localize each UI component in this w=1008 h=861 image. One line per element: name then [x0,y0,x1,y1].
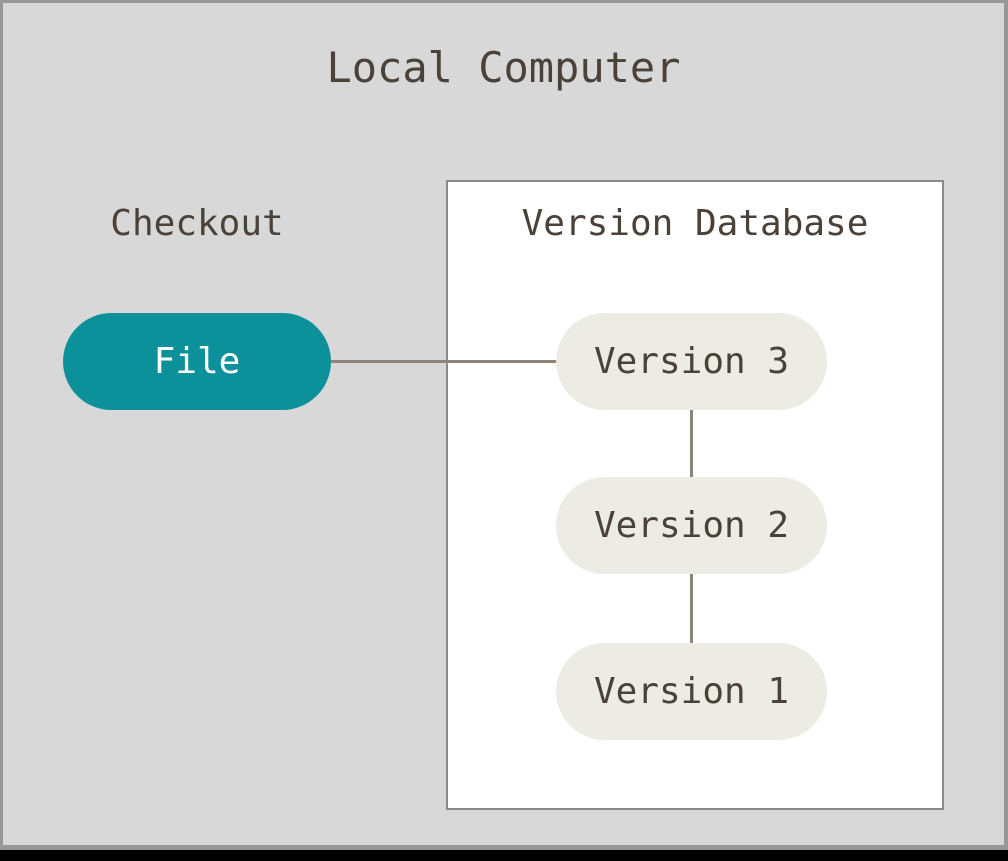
connector-version2-to-version1 [690,572,693,645]
version-2-node: Version 2 [556,477,827,574]
connector-file-to-version3 [328,360,560,363]
version-database-title: Version Database [446,203,944,244]
diagram-title: Local Computer [3,43,1004,92]
connector-version3-to-version2 [690,408,693,479]
checkout-label: Checkout [63,203,331,244]
version-1-node: Version 1 [556,643,827,740]
file-node: File [63,313,331,410]
version-3-node: Version 3 [556,313,827,410]
